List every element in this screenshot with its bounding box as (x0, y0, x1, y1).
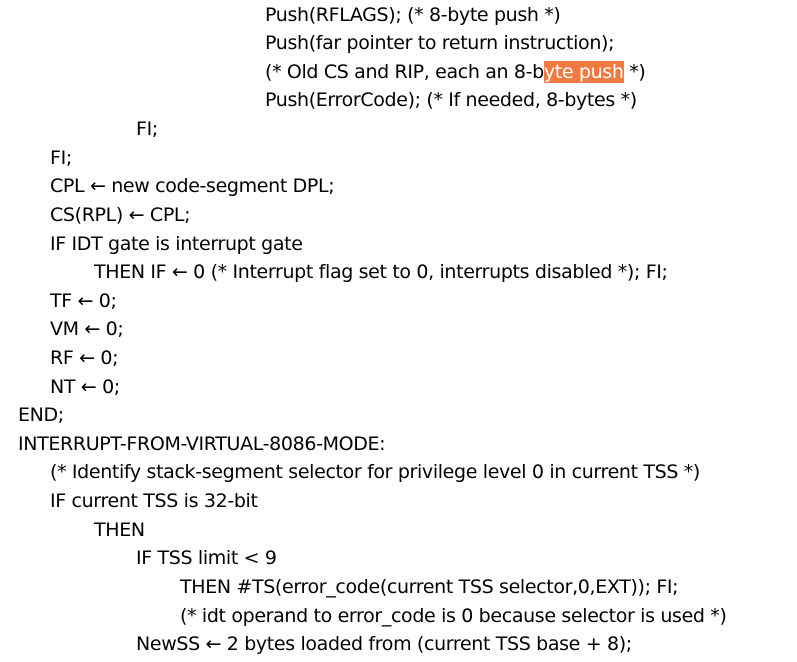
code-line: Push(ErrorCode); (* If needed, 8-bytes *… (265, 89, 637, 111)
code-line: IF TSS limit < 9 (136, 547, 277, 569)
code-line: RF ← 0; (50, 347, 119, 369)
code-line: THEN #TS(error_code(current TSS selector… (180, 576, 679, 598)
code-line: (* idt operand to error_code is 0 becaus… (180, 605, 727, 627)
code-line: FI; (136, 118, 158, 140)
code-line: IF IDT gate is interrupt gate (50, 233, 303, 255)
code-line: FI; (50, 147, 72, 169)
code-line: INTERRUPT-FROM-VIRTUAL-8086-MODE: (18, 433, 386, 455)
code-line: NewSS ← 2 bytes loaded from (current TSS… (136, 633, 632, 655)
code-line: VM ← 0; (50, 318, 124, 340)
code-line: Push(far pointer to return instruction); (265, 32, 615, 54)
code-line: THEN (94, 519, 145, 541)
code-line: CS(RPL) ← CPL; (50, 204, 191, 226)
code-line: (* Old CS and RIP, each an 8-byte push *… (265, 60, 646, 84)
code-line: END; (18, 404, 64, 426)
code-line: NT ← 0; (50, 376, 120, 398)
code-line: (* Identify stack-segment selector for p… (50, 461, 700, 483)
code-line: IF current TSS is 32-bit (50, 490, 258, 512)
code-line: THEN IF ← 0 (* Interrupt flag set to 0, … (94, 261, 668, 283)
code-line-text: *) (623, 61, 646, 83)
code-line: Push(RFLAGS); (* 8-byte push *) (265, 4, 561, 26)
code-line: CPL ← new code-segment DPL; (50, 175, 335, 197)
text-selection-highlight: yte push (543, 61, 624, 83)
code-line-text: (* Old CS and RIP, each an 8-b (265, 61, 544, 83)
code-line: TF ← 0; (50, 290, 117, 312)
